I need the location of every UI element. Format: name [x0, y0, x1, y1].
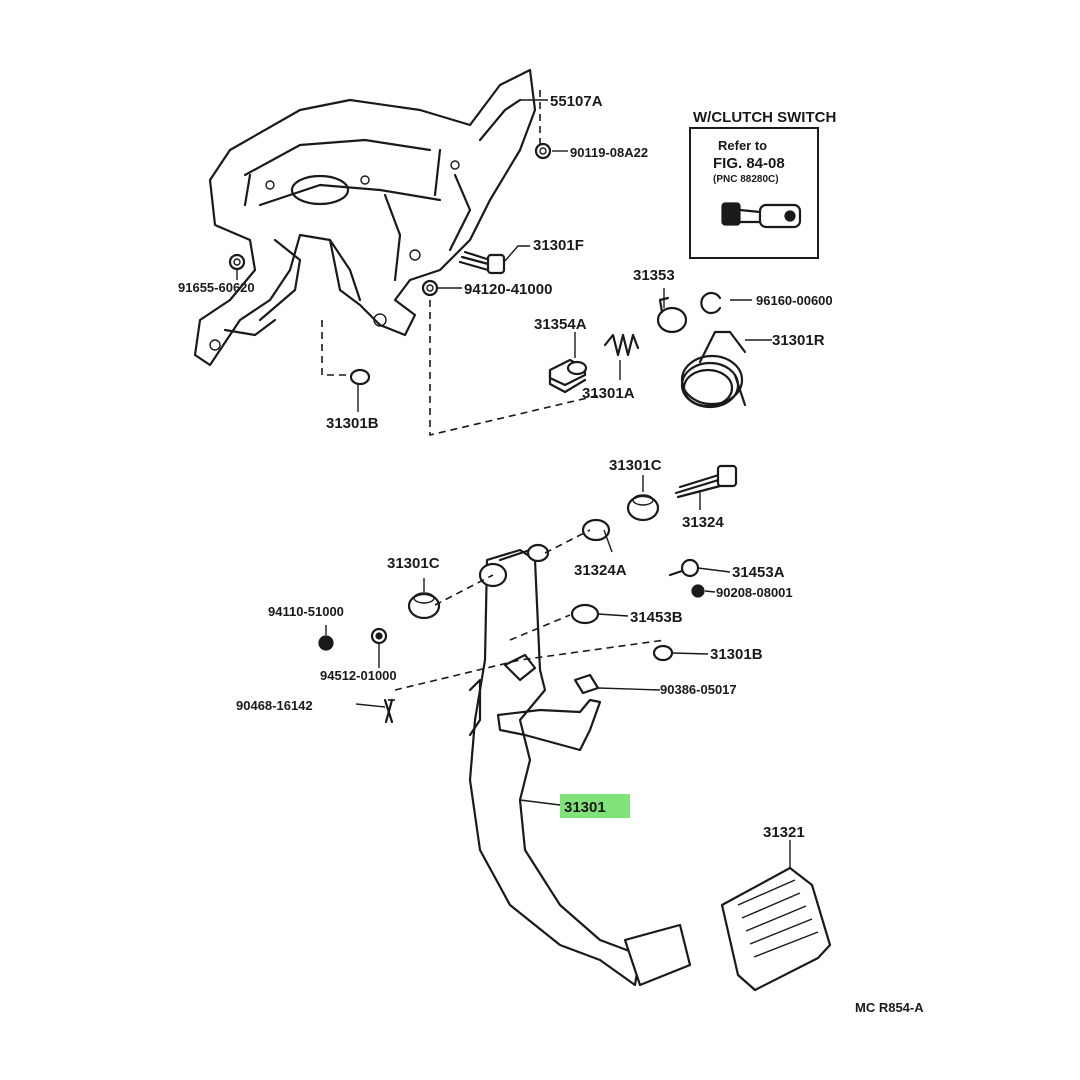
bushing-31301C-left: [407, 592, 441, 620]
callout-91655-60620: 91655-60620: [178, 280, 255, 295]
stopper-90386: [573, 673, 600, 695]
callout-31353: 31353: [633, 267, 675, 284]
callout-31453B: 31453B: [630, 609, 683, 626]
nut-90119: [534, 142, 552, 160]
washer-94512: [370, 627, 388, 645]
bolt-31453A: [668, 558, 700, 578]
callout-31301R: 31301R: [772, 332, 825, 349]
nut-94110: [318, 635, 334, 651]
clip-31301B-top: [349, 368, 371, 386]
callout-31301C-left: 31301C: [387, 555, 440, 572]
clutch-switch-pnc: (PNC 88280C): [713, 174, 779, 185]
callout-55107A: 55107A: [550, 93, 603, 110]
callout-90386-05017: 90386-05017: [660, 682, 737, 697]
nut-90208: [691, 584, 705, 598]
clip-31301B-bottom: [652, 644, 674, 662]
bushing-31301C-right: [626, 494, 660, 522]
pedal-bracket: [193, 68, 537, 367]
callout-31321: 31321: [763, 824, 805, 841]
callout-94120-41000: 94120-41000: [464, 281, 552, 298]
callout-31301B-top: 31301B: [326, 415, 379, 432]
nut-91655: [228, 253, 246, 271]
callout-90468-16142: 90468-16142: [236, 698, 313, 713]
figure-code: MC R854-A: [855, 1000, 924, 1015]
collar-31354A: [548, 358, 588, 394]
clutch-switch-refer: Refer to: [718, 138, 767, 153]
bushing-31453B: [570, 603, 600, 625]
bolt-31301F: [458, 250, 506, 275]
callout-96160-00600: 96160-00600: [756, 293, 833, 308]
clutch-switch-box: [689, 127, 819, 259]
clutch-switch-fig: FIG. 84-08: [713, 155, 785, 172]
callout-31301A: 31301A: [582, 385, 635, 402]
callout-94512-01000: 94512-01000: [320, 668, 397, 683]
clutch-switch-title: W/CLUTCH SWITCH: [693, 109, 836, 126]
callout-90119-08A22: 90119-08A22: [570, 145, 648, 160]
callout-94110-51000: 94110-51000: [268, 604, 344, 619]
bolt-31324: [674, 464, 738, 499]
callout-31301F: 31301F: [533, 237, 584, 254]
callout-31453A: 31453A: [732, 564, 785, 581]
pedal-pad: [720, 866, 832, 992]
nut-94120: [421, 279, 439, 297]
callout-31324: 31324: [682, 514, 724, 531]
bushing-31353: [656, 296, 688, 334]
collar-31324A: [581, 518, 611, 542]
spring-31301R: [680, 330, 747, 409]
callout-31324A: 31324A: [574, 562, 627, 579]
clip-96160: [700, 291, 722, 315]
callout-31301C-right: 31301C: [609, 457, 662, 474]
brake-pedal-arm: [468, 543, 692, 987]
part-highlight: [560, 794, 630, 818]
callout-31301B-bottom: 31301B: [710, 646, 763, 663]
spring-31301A: [603, 333, 640, 357]
clutch-switch-icon: [721, 202, 802, 229]
callout-90208-08001: 90208-08001: [716, 585, 793, 600]
pin-90468: [383, 698, 394, 724]
callout-31354A: 31354A: [534, 316, 587, 333]
callout-31301: 31301: [564, 799, 606, 816]
